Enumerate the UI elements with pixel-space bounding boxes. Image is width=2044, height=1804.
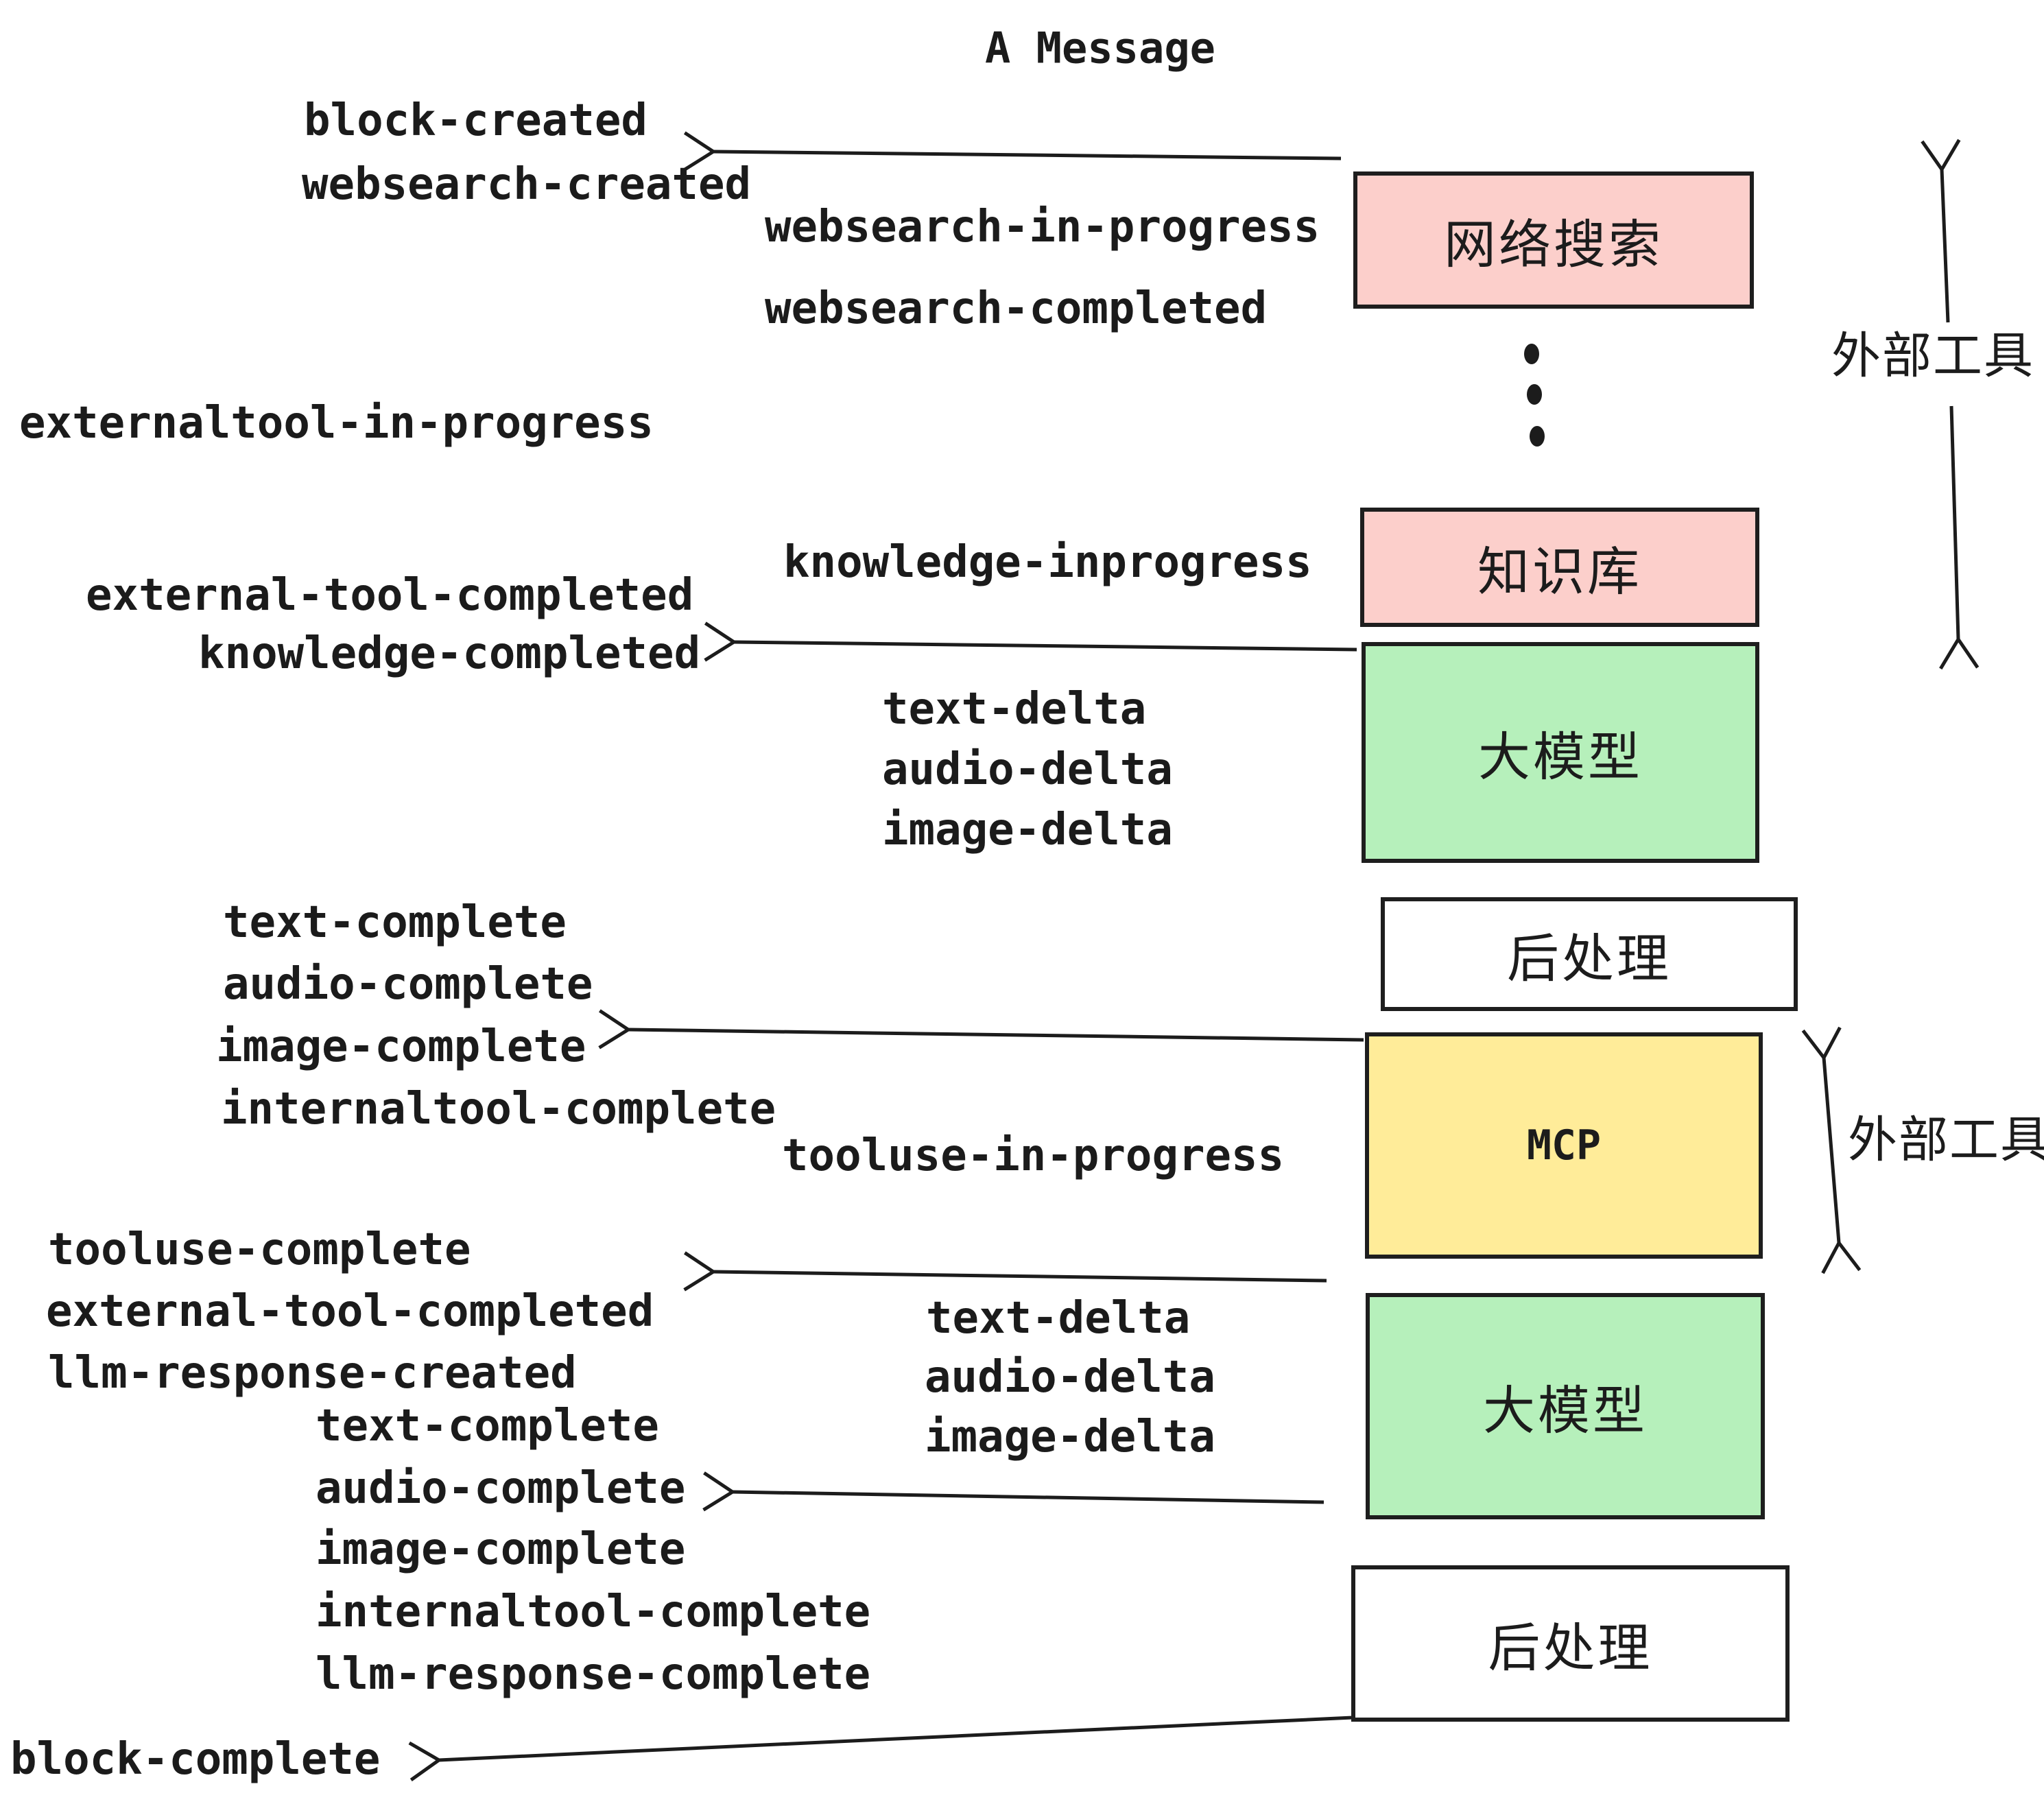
event-label-externaltool-in-progress: externaltool-in-progress [19, 398, 654, 449]
arrow-block-complete [408, 1716, 1353, 1781]
event-label-knowledge-inprogress: knowledge-inprogress [783, 537, 1312, 588]
ellipsis-dots-icon [1524, 344, 1545, 447]
event-label-llm-response-created: llm-response-created [48, 1348, 577, 1399]
event-label-external-tool-completed: external-tool-completed [86, 570, 694, 621]
event-label-audio-delta-1: audio-delta [882, 744, 1173, 795]
event-label-tooluse-in-progress: tooluse-in-progress [782, 1130, 1285, 1181]
event-label-image-complete-1: image-complete [216, 1021, 586, 1072]
external-tools-label-1: 外部工具 [1831, 329, 2035, 384]
event-label-audio-complete-1: audio-complete [223, 959, 593, 1010]
event-label-internaltool-complete-1: internaltool-complete [221, 1084, 776, 1135]
diagram-title: A Message [985, 23, 1215, 73]
event-label-websearch-completed: websearch-completed [765, 283, 1268, 334]
box-postprocess-1: 后处理 [1381, 897, 1798, 1011]
arrow-knowledge-completed [704, 621, 1357, 662]
event-label-websearch-in-progress: websearch-in-progress [765, 202, 1320, 252]
event-label-audio-complete-2: audio-complete [316, 1463, 686, 1514]
external-tools-label-2: 外部工具 [1848, 1113, 2044, 1168]
event-label-websearch-created: websearch-created [302, 159, 752, 210]
external-tools-arrow-up-1 [1921, 139, 1961, 323]
event-label-external-tool-completed-2: external-tool-completed [46, 1286, 654, 1337]
box-llm-1: 大模型 [1362, 642, 1759, 863]
event-label-text-complete-1: text-complete [223, 897, 567, 948]
event-label-block-complete: block-complete [10, 1734, 381, 1785]
event-label-audio-delta-2: audio-delta [925, 1352, 1215, 1403]
event-label-block-created: block-created [304, 95, 647, 146]
external-tools-arrow-down-1 [1939, 405, 1980, 670]
event-label-image-delta-1: image-delta [882, 805, 1173, 855]
event-label-image-complete-2: image-complete [316, 1524, 686, 1575]
external-tools-double-arrow-2 [1801, 1026, 1862, 1274]
event-label-image-delta-2: image-delta [925, 1412, 1215, 1462]
box-knowledge: 知识库 [1360, 508, 1759, 627]
arrow-audio-complete [702, 1471, 1324, 1512]
event-label-text-complete-2: text-complete [316, 1401, 659, 1451]
box-mcp: MCP [1365, 1032, 1763, 1259]
event-label-knowledge-completed: knowledge-completed [198, 628, 701, 679]
event-label-internaltool-complete-2: internaltool-complete [316, 1587, 871, 1637]
box-postprocess-2: 后处理 [1351, 1565, 1790, 1722]
event-label-text-delta-1: text-delta [882, 684, 1147, 735]
event-label-tooluse-complete: tooluse-complete [48, 1224, 471, 1275]
box-websearch: 网络搜索 [1353, 171, 1754, 309]
arrow-tooluse-complete [683, 1251, 1327, 1292]
box-llm-2: 大模型 [1366, 1293, 1765, 1519]
event-label-llm-response-complete: llm-response-complete [316, 1649, 871, 1700]
event-label-text-delta-2: text-delta [926, 1293, 1191, 1344]
arrow-websearch-created [683, 131, 1342, 171]
arrow-internal-complete [598, 1009, 1364, 1049]
